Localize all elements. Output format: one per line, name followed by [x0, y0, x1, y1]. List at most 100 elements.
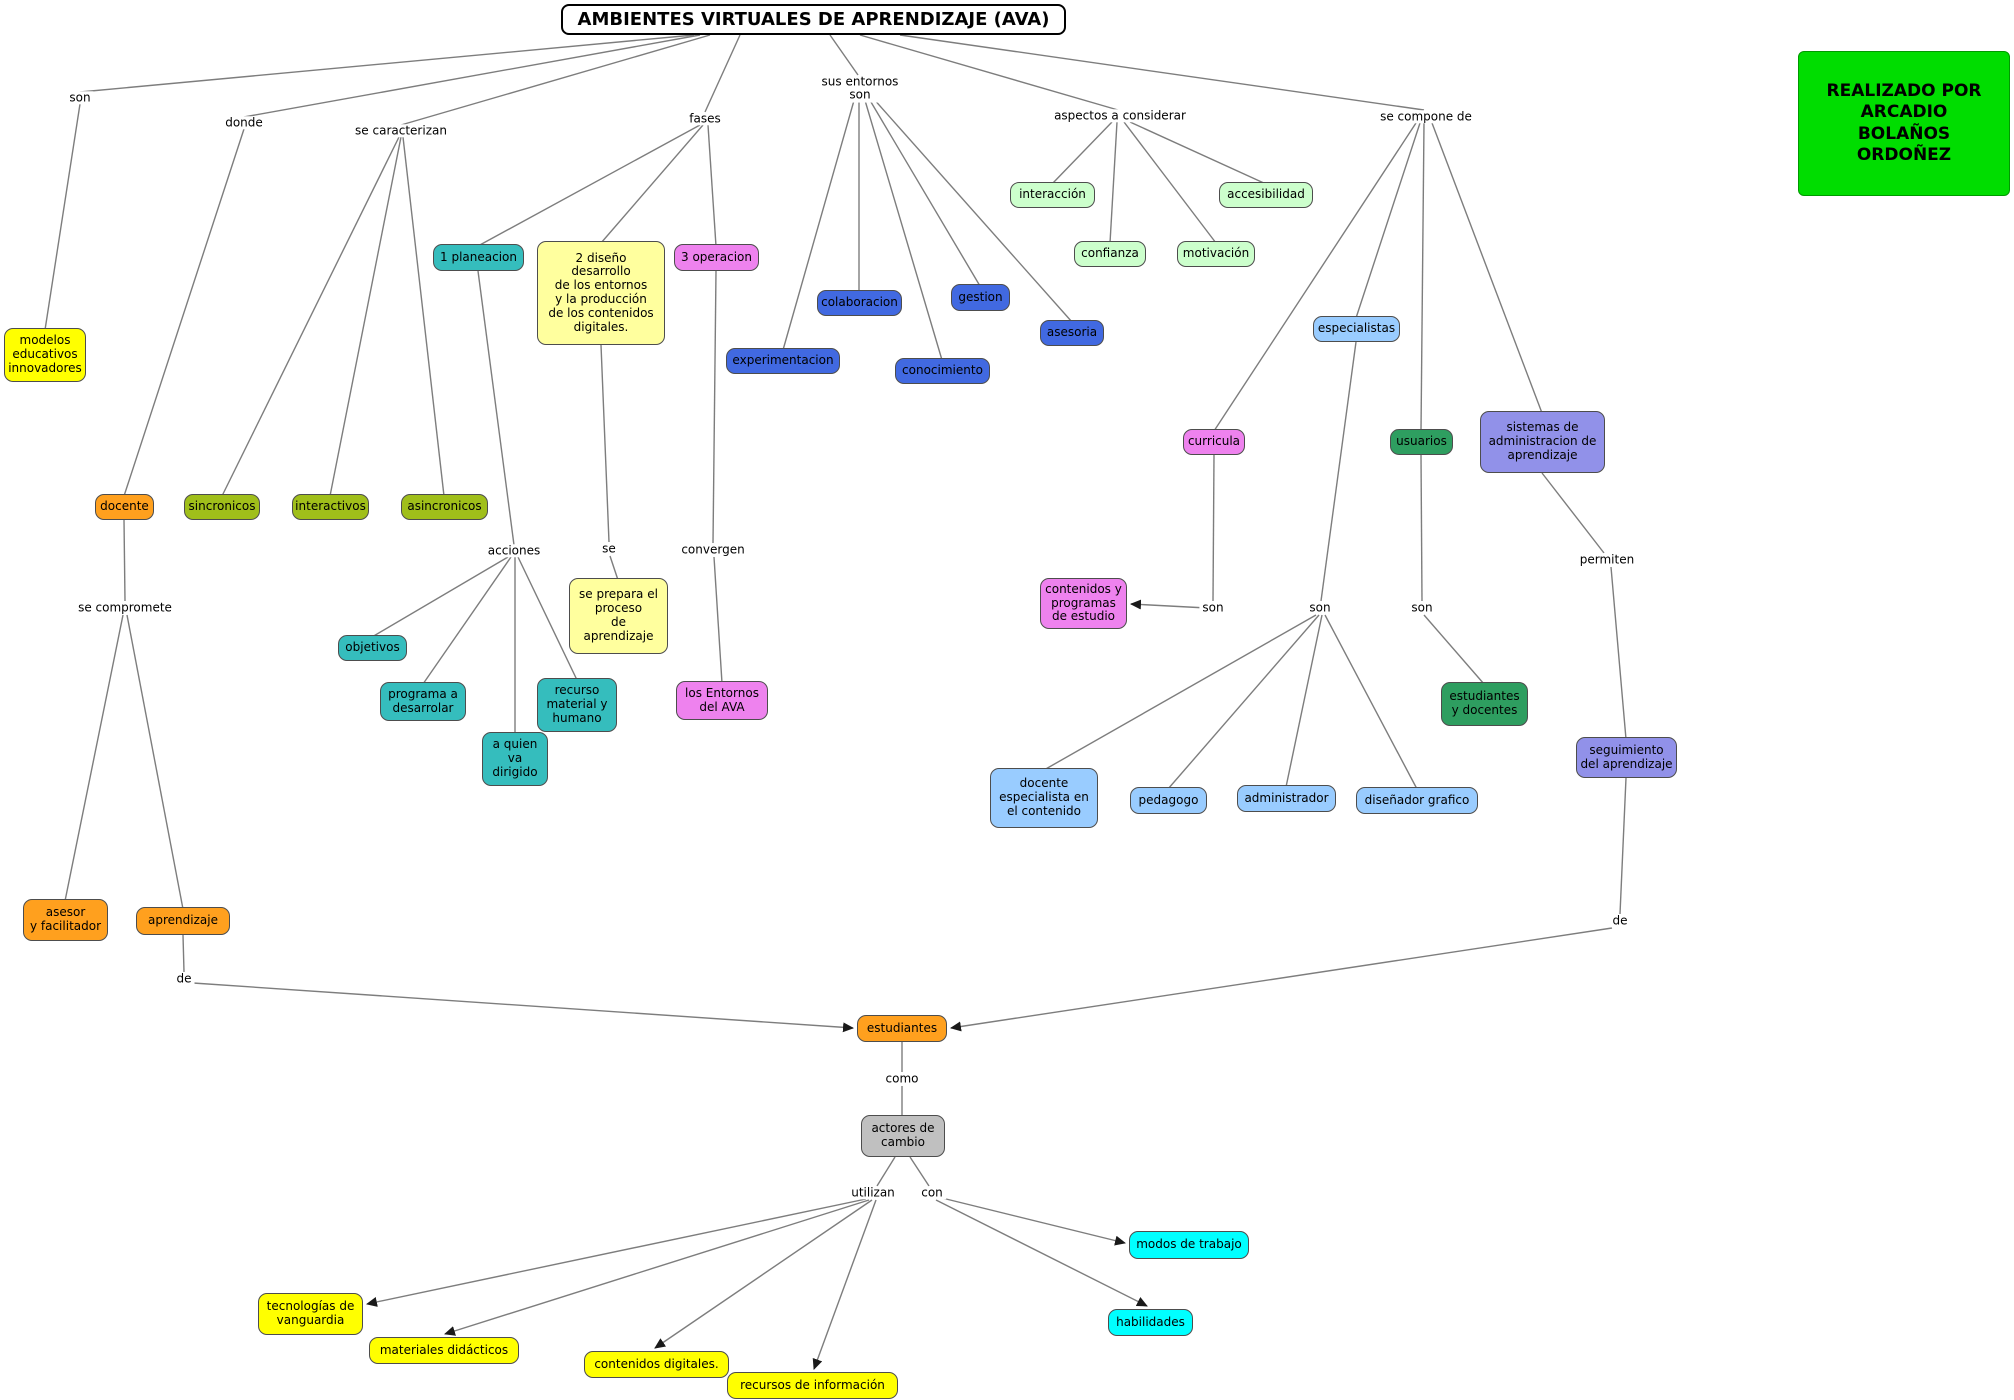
node-docente[interactable]: docente [95, 494, 154, 520]
edge-line [935, 1199, 1148, 1307]
edge-label-se: se [599, 541, 619, 556]
edge-line [444, 1199, 870, 1336]
node-aprendizaje[interactable]: aprendizaje [136, 907, 230, 935]
node-usuarios[interactable]: usuarios [1390, 429, 1453, 455]
node-diseno-desarrollo[interactable]: 2 diseño desarrollo de los entornos y la… [537, 241, 665, 345]
edge-line [600, 344, 610, 543]
node-accesibilidad[interactable]: accesibilidad [1219, 182, 1313, 208]
node-estudiantes[interactable]: estudiantes [857, 1015, 947, 1042]
node-tecnologias-de-vanguardia[interactable]: tecnologías de vanguardia [258, 1293, 363, 1335]
node-actores-de-cambio[interactable]: actores de cambio [861, 1115, 945, 1157]
edge-label-utilizan: utilizan [848, 1185, 898, 1200]
node-motivacion[interactable]: motivación [1177, 241, 1255, 267]
edge-line [1129, 121, 1267, 185]
edge-line [126, 614, 184, 910]
credit-box: REALIZADO POR ARCADIO BOLAÑOS ORDOÑEZ [1798, 51, 2010, 196]
edge-label-son-contenidos: son [1199, 600, 1227, 615]
edge-line [899, 34, 1425, 111]
edge-line [1043, 614, 1317, 771]
node-modos-de-trabajo[interactable]: modos de trabajo [1129, 1231, 1249, 1259]
edge-label-como: como [882, 1071, 922, 1086]
node-gestion[interactable]: gestion [951, 284, 1010, 311]
node-recursos-de-informacion[interactable]: recursos de información [727, 1372, 898, 1399]
edge-line [1541, 472, 1605, 554]
edge-label-se-compone-de: se compone de [1377, 109, 1475, 124]
edge-line [950, 927, 1613, 1032]
edge-line [1324, 614, 1418, 790]
edge-label-donde: donde [222, 115, 266, 130]
edge-label-fases: fases [686, 111, 724, 126]
edge-label-aspectos-a-considerar: aspectos a considerar [1051, 108, 1189, 123]
node-docente-especialista-contenido[interactable]: docente especialista en el contenido [990, 768, 1098, 828]
edge-line [863, 96, 943, 361]
node-seguimiento-del-aprendizaje[interactable]: seguimiento del aprendizaje [1576, 737, 1677, 778]
edge-line [400, 34, 711, 126]
node-operacion[interactable]: 3 operacion [674, 244, 759, 271]
edge-line [44, 103, 81, 331]
node-recurso-material-humano[interactable]: recurso material y humano [537, 678, 617, 732]
edge-line [477, 270, 515, 546]
node-los-entornos-del-ava[interactable]: los Entornos del AVA [676, 681, 768, 720]
edge-line [1167, 614, 1320, 790]
edge-line [707, 124, 717, 247]
node-materiales-didacticos[interactable]: materiales didácticos [369, 1337, 519, 1364]
edge-label-con: con [918, 1185, 946, 1200]
edge-line [1420, 454, 1423, 602]
node-interaccion[interactable]: interacción [1010, 182, 1095, 208]
node-planeacion[interactable]: 1 planeacion [433, 244, 524, 271]
node-objetivos[interactable]: objetivos [338, 635, 407, 661]
node-pedagogo[interactable]: pedagogo [1130, 787, 1207, 814]
node-sistemas-administracion-aprendizaje[interactable]: sistemas de administracion de aprendizaj… [1480, 411, 1605, 473]
edge-line [867, 96, 981, 287]
node-asincronicos[interactable]: asincronicos [401, 494, 488, 520]
edge-line [909, 1156, 930, 1187]
edge-line [243, 34, 701, 118]
map-title[interactable]: AMBIENTES VIRTUALES DE APRENDIZAJE (AVA) [561, 4, 1066, 35]
node-modelos-educativos-innovadores[interactable]: modelos educativos innovadores [4, 328, 86, 382]
node-interactivos[interactable]: interactivos [292, 494, 369, 520]
node-habilidades[interactable]: habilidades [1108, 1309, 1193, 1336]
edge-label-sus-entornos-son: sus entornos son [818, 75, 902, 103]
edge-line [123, 128, 245, 497]
edge-label-convergen: convergen [678, 542, 748, 557]
edge-line [654, 1199, 873, 1349]
edge-line [600, 124, 704, 244]
node-conocimiento[interactable]: conocimiento [895, 358, 990, 384]
node-disenador-grafico[interactable]: diseñador grafico [1356, 787, 1478, 814]
node-sincronicos[interactable]: sincronicos [184, 494, 260, 520]
edge-line [812, 1199, 877, 1370]
node-experimentacion[interactable]: experimentacion [726, 348, 840, 374]
node-especialistas[interactable]: especialistas [1313, 316, 1400, 342]
edge-line [1423, 614, 1485, 685]
edge-line [1051, 121, 1113, 185]
edge-line [79, 34, 695, 93]
edge-line [937, 1196, 1126, 1246]
edge-line [1320, 341, 1357, 602]
edge-label-se-compromete: se compromete [75, 600, 175, 615]
node-contenidos-digitales[interactable]: contenidos digitales. [584, 1351, 729, 1378]
node-confianza[interactable]: confianza [1074, 241, 1146, 267]
edge-line [1610, 566, 1627, 740]
node-contenidos-programas-estudio[interactable]: contenidos y programas de estudio [1040, 578, 1127, 629]
node-asesor-y-facilitador[interactable]: asesor y facilitador [23, 899, 108, 941]
node-se-prepara-proceso[interactable]: se prepara el proceso de aprendizaje [569, 578, 668, 654]
node-colaboracion[interactable]: colaboracion [817, 290, 902, 316]
node-estudiantes-y-docentes[interactable]: estudiantes y docentes [1441, 682, 1528, 726]
node-a-quien-va-dirigido[interactable]: a quien va dirigido [482, 732, 548, 786]
edge-line [876, 1156, 896, 1187]
node-administrador[interactable]: administrador [1237, 785, 1336, 812]
edge-label-de-seguimiento: de [1609, 913, 1631, 928]
node-programa-a-desarrolar[interactable]: programa a desarrolar [380, 682, 466, 721]
edge-line [371, 556, 509, 638]
edge-line [1109, 121, 1118, 244]
edge-line [192, 982, 854, 1033]
edge-line [221, 136, 400, 497]
edge-line [477, 124, 701, 247]
node-asesoria[interactable]: asesoria [1040, 320, 1104, 346]
edge-line [366, 1198, 867, 1307]
node-curricula[interactable]: curricula [1183, 429, 1245, 455]
edge-line [609, 555, 619, 581]
edge-label-se-caracterizan: se caracterizan [352, 123, 450, 138]
